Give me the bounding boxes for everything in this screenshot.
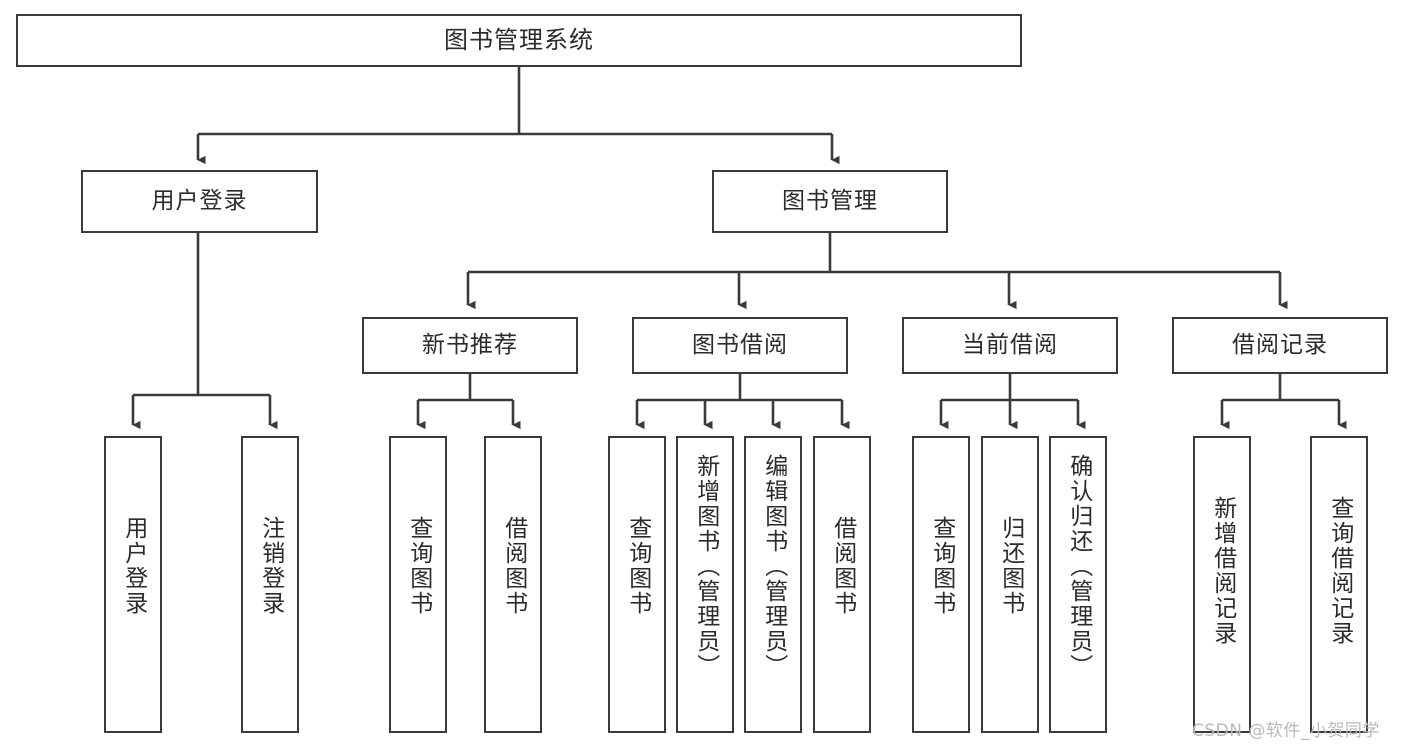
node-label: 借阅图书: [829, 516, 856, 616]
node-leaf-add-book-admin[interactable]: 新增图书（管理员）: [676, 436, 734, 733]
node-leaf-edit-book-admin[interactable]: 编辑图书（管理员）: [744, 436, 802, 733]
node-new-book-recommend[interactable]: 新书推荐: [362, 317, 578, 374]
node-book-borrow[interactable]: 图书借阅: [632, 317, 848, 374]
node-leaf-borrow-book[interactable]: 借阅图书: [813, 436, 871, 733]
node-label: 借阅图书: [500, 516, 527, 616]
node-leaf-query-borrow-record[interactable]: 查询借阅记录: [1310, 436, 1368, 733]
node-label: 查询图书: [624, 516, 651, 616]
node-label: 借阅记录: [1232, 331, 1328, 358]
node-root-system[interactable]: 图书管理系统: [16, 14, 1022, 67]
node-label: 查询借阅记录: [1326, 496, 1353, 646]
node-label: 确认归还（管理员）: [1065, 454, 1092, 679]
node-label: 注销登录: [257, 516, 284, 616]
node-leaf-borrow-book-recommend[interactable]: 借阅图书: [484, 436, 542, 733]
node-leaf-query-book-current[interactable]: 查询图书: [912, 436, 970, 733]
node-book-management[interactable]: 图书管理: [712, 170, 948, 233]
node-label: 归还图书: [997, 516, 1024, 616]
node-label: 用户登录: [120, 516, 147, 616]
csdn-watermark: CSDN @软件_小贺同学: [1192, 716, 1380, 741]
node-borrow-record[interactable]: 借阅记录: [1172, 317, 1388, 374]
node-label: 查询图书: [405, 516, 432, 616]
node-current-borrow[interactable]: 当前借阅: [902, 317, 1118, 374]
node-leaf-add-borrow-record[interactable]: 新增借阅记录: [1193, 436, 1251, 733]
node-leaf-confirm-return-admin[interactable]: 确认归还（管理员）: [1049, 436, 1107, 733]
node-label: 图书借阅: [692, 331, 788, 358]
watermark-text: CSDN @软件_小贺同学: [1192, 721, 1380, 741]
node-label: 图书管理: [782, 187, 878, 214]
node-label: 新增借阅记录: [1209, 496, 1236, 646]
node-label: 新书推荐: [422, 331, 518, 358]
node-label: 当前借阅: [962, 331, 1058, 358]
node-label: 图书管理系统: [444, 26, 594, 55]
node-leaf-query-book-recommend[interactable]: 查询图书: [389, 436, 447, 733]
node-leaf-user-login[interactable]: 用户登录: [104, 436, 162, 733]
node-label: 用户登录: [151, 187, 248, 214]
node-user-login[interactable]: 用户登录: [81, 170, 318, 233]
node-leaf-query-book-borrow[interactable]: 查询图书: [608, 436, 666, 733]
node-label: 新增图书（管理员）: [692, 454, 719, 679]
node-label: 查询图书: [928, 516, 955, 616]
node-label: 编辑图书（管理员）: [760, 454, 787, 679]
node-leaf-return-book[interactable]: 归还图书: [981, 436, 1039, 733]
node-leaf-logout[interactable]: 注销登录: [241, 436, 299, 733]
